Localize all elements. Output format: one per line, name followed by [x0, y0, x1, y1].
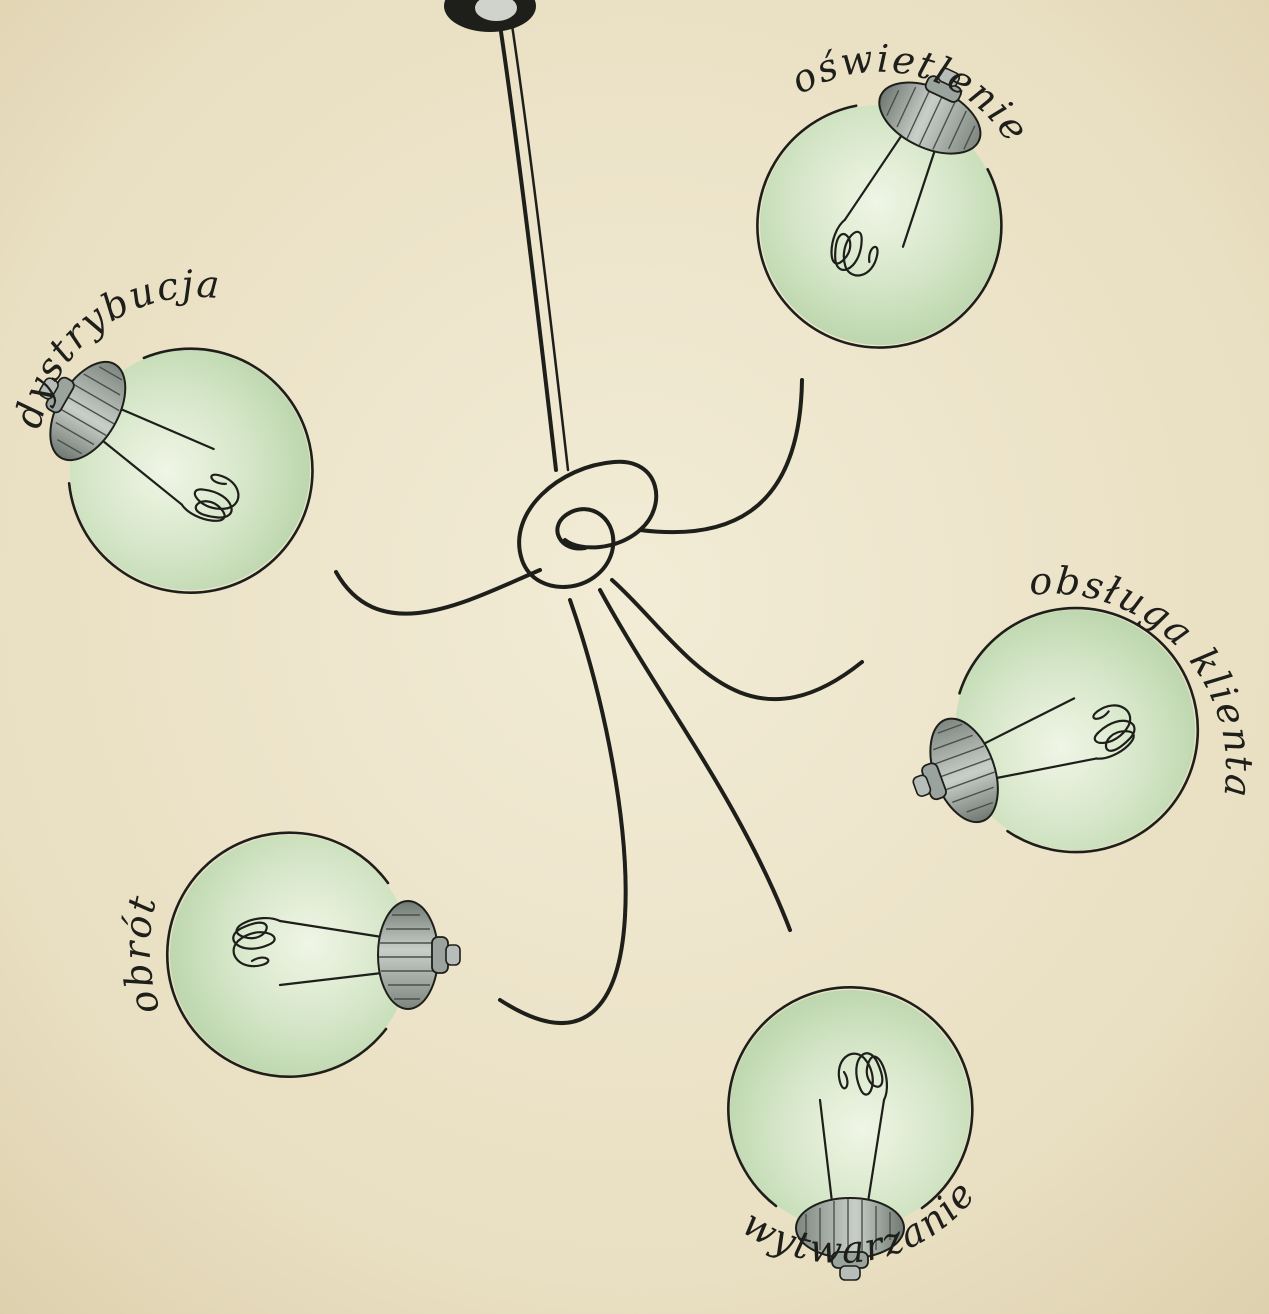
chandelier-illustration: oświetlenie dystrybucja obsługa klienta … [0, 0, 1269, 1314]
